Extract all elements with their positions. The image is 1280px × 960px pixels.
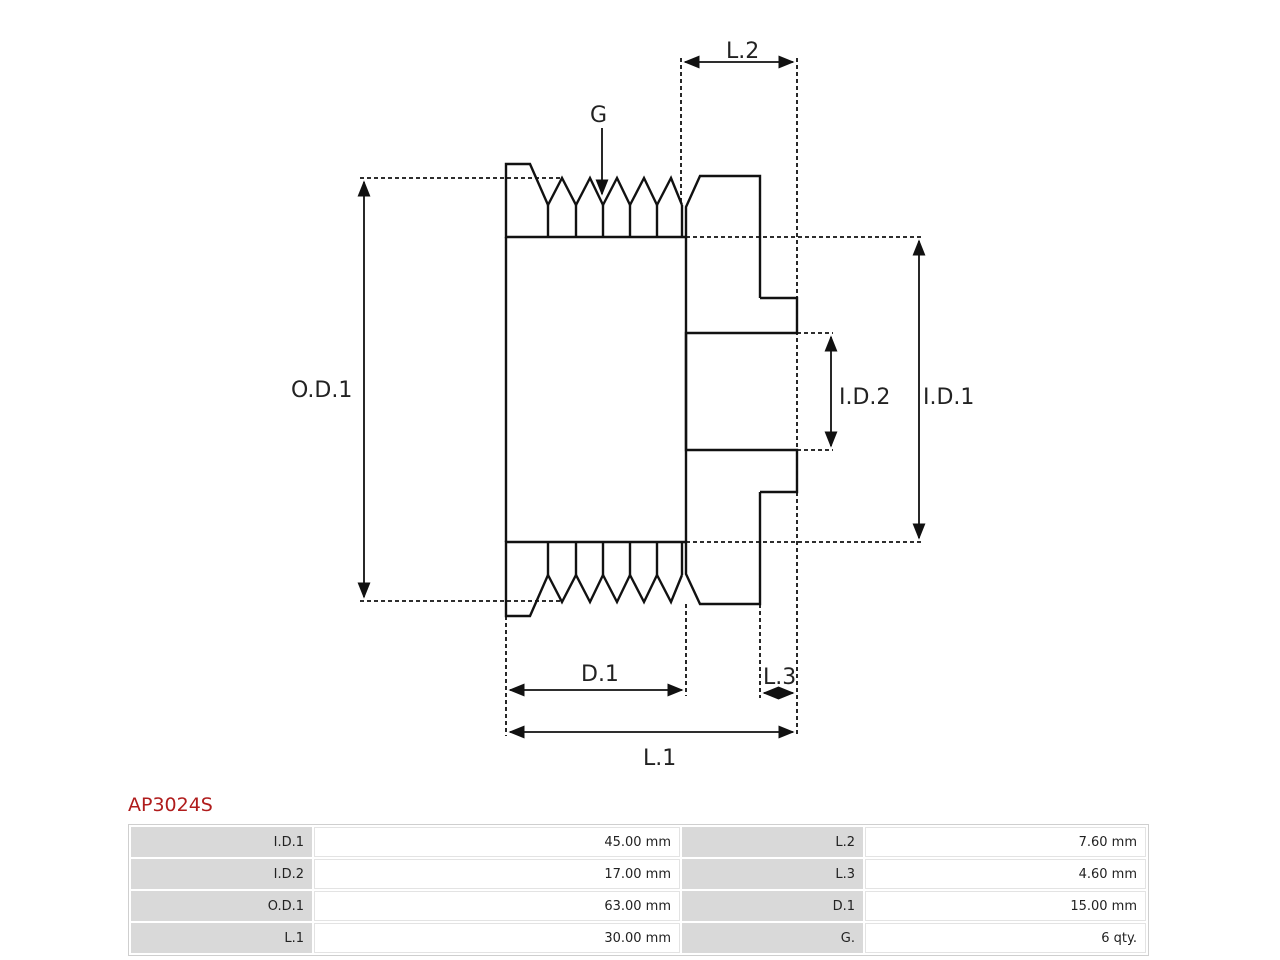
spec-table: I.D.1 45.00 mm L.2 7.60 mm I.D.2 17.00 m…	[128, 824, 1149, 956]
pulley-technical-drawing: O.D.1 I.D.1 I.D.2 L.2 G D.1 L.3 L.1	[291, 39, 974, 771]
spec-value: 17.00 mm	[314, 859, 680, 889]
spec-value: 4.60 mm	[865, 859, 1146, 889]
spec-value: 15.00 mm	[865, 891, 1146, 921]
spec-value: 6 qty.	[865, 923, 1146, 953]
spec-value: 30.00 mm	[314, 923, 680, 953]
part-code-title: AP3024S	[128, 794, 213, 816]
spec-key: G.	[682, 923, 863, 953]
spec-value: 7.60 mm	[865, 827, 1146, 857]
table-row: O.D.1 63.00 mm D.1 15.00 mm	[131, 891, 1146, 921]
dimension-arrows	[357, 55, 926, 739]
l2-label: L.2	[726, 39, 759, 64]
spec-value: 45.00 mm	[314, 827, 680, 857]
id2-label: I.D.2	[839, 385, 890, 410]
od1-label: O.D.1	[291, 378, 352, 403]
id1-label: I.D.1	[923, 385, 974, 410]
spec-key: I.D.1	[131, 827, 312, 857]
pulley-outline	[504, 162, 799, 618]
spec-key: D.1	[682, 891, 863, 921]
spec-key: I.D.2	[131, 859, 312, 889]
g-label: G	[590, 103, 607, 128]
d1-label: D.1	[581, 662, 619, 687]
spec-key: L.2	[682, 827, 863, 857]
table-row: I.D.2 17.00 mm L.3 4.60 mm	[131, 859, 1146, 889]
spec-key: L.3	[682, 859, 863, 889]
dimension-lines	[360, 58, 922, 736]
spec-key: O.D.1	[131, 891, 312, 921]
l1-label: L.1	[643, 746, 676, 771]
table-row: I.D.1 45.00 mm L.2 7.60 mm	[131, 827, 1146, 857]
table-row: L.1 30.00 mm G. 6 qty.	[131, 923, 1146, 953]
spec-value: 63.00 mm	[314, 891, 680, 921]
spec-key: L.1	[131, 923, 312, 953]
l3-label: L.3	[763, 665, 796, 690]
